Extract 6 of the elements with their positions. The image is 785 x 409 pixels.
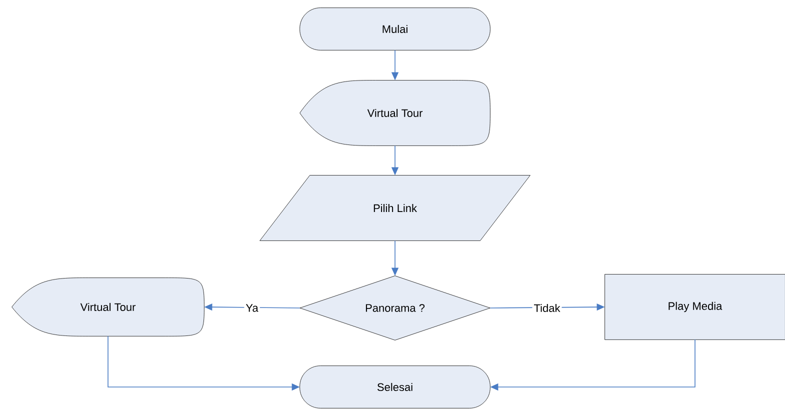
process-box: Play Media [604, 274, 785, 340]
end-terminal: Selesai [300, 366, 490, 408]
input-parallelogram: Pilih Link [260, 175, 530, 241]
start-terminal: Mulai [300, 8, 490, 50]
edge-label: Ya [244, 302, 260, 314]
edge-label: Tidak [532, 302, 562, 314]
